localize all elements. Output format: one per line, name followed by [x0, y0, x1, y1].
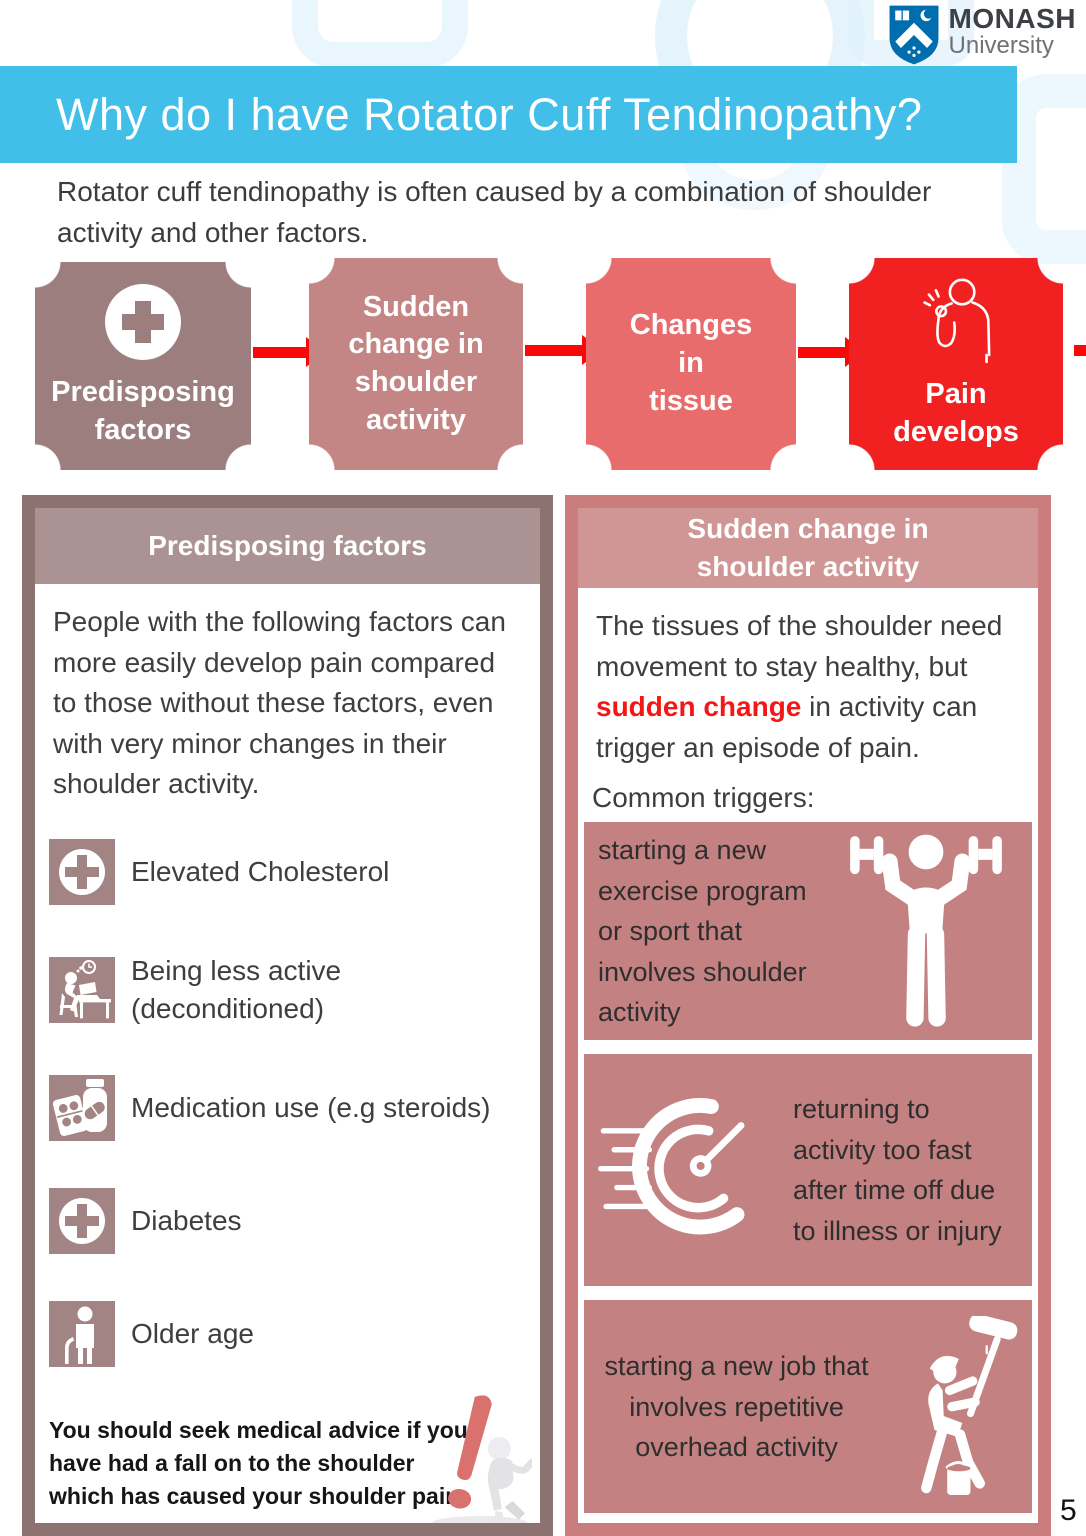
- warning-text: You should seek medical advice if you ha…: [49, 1416, 468, 1510]
- flow-arrow: [1074, 345, 1086, 356]
- common-triggers-label: Common triggers:: [592, 782, 815, 814]
- list-item-label: Being less active (deconditioned): [131, 954, 342, 1024]
- list-item-label: Medication use (e.g steroids): [131, 1091, 491, 1123]
- panel-paragraph: The tissues of the shoulder need movemen…: [596, 606, 1020, 768]
- sudden-change-panel: Sudden change in shoulder activity The t…: [565, 495, 1051, 1536]
- panel-header: Sudden change in shoulder activity: [578, 508, 1038, 588]
- medical-cross-icon: [49, 838, 115, 905]
- predisposing-factors-panel: Predisposing factors People with the fol…: [22, 495, 553, 1536]
- flow-step-changes-in-tissue: Changes in tissue: [586, 258, 796, 470]
- list-item: Older age: [49, 1300, 522, 1367]
- flow-arrow: [253, 337, 326, 367]
- flow-step-pain-develops: Pain develops: [849, 258, 1063, 470]
- page-title: Why do I have Rotator Cuff Tendinopathy?: [56, 88, 923, 140]
- exclamation-figure-icon: [431, 1394, 532, 1523]
- paragraph-text: The tissues of the shoulder need movemen…: [596, 610, 1003, 682]
- logo-text: MONASH University: [949, 4, 1076, 58]
- highlighted-text: sudden change: [596, 691, 802, 723]
- list-item-label: Diabetes: [131, 1204, 242, 1236]
- flow-arrow: [798, 337, 865, 367]
- sedentary-desk-icon: [49, 956, 115, 1023]
- predisposing-factors-panel-body: Predisposing factors People with the fol…: [35, 508, 540, 1523]
- flow-step-label: Changes in tissue: [629, 309, 753, 417]
- trigger-art: [896, 1314, 1024, 1507]
- trigger-box-exercise: starting a new exercise program or sport…: [584, 822, 1032, 1041]
- factor-list: Elevated Cholesterol: [49, 838, 522, 1367]
- flow-step-label: Sudden change in shoulder activity: [348, 290, 484, 436]
- speedometer-icon: [598, 1098, 745, 1235]
- flow-step-label: Pain develops: [893, 378, 1019, 448]
- paragraph-text: in activity can trigger an episode of pa…: [596, 691, 978, 763]
- trigger-text: starting a new exercise program or sport…: [598, 835, 807, 1028]
- list-item-label: Elevated Cholesterol: [131, 856, 390, 888]
- list-item: Being less active (deconditioned): [49, 952, 522, 1028]
- older-person-icon: [49, 1300, 115, 1367]
- shoulder-pain-icon: [923, 278, 991, 364]
- trigger-text: starting a new job that involves repetit…: [604, 1351, 869, 1463]
- flow-step-sudden-change: Sudden change in shoulder activity: [309, 258, 523, 470]
- trigger-art: [833, 833, 1018, 1029]
- sudden-change-panel-body: Sudden change in shoulder activity The t…: [578, 508, 1038, 1523]
- logo-sub: University: [948, 32, 1054, 59]
- panel-paragraph: People with the following factors can mo…: [53, 606, 506, 800]
- trigger-box-return-too-fast: returning to activity too fast after tim…: [584, 1054, 1032, 1287]
- title-banner: Why do I have Rotator Cuff Tendinopathy?: [0, 66, 1017, 163]
- medical-cross-icon: [105, 284, 181, 361]
- list-item-label: Older age: [131, 1317, 254, 1349]
- list-item: Elevated Cholesterol: [49, 838, 522, 905]
- list-item: Diabetes: [49, 1187, 522, 1254]
- list-item: Medication use (e.g steroids): [49, 1074, 522, 1141]
- page-number: 5: [1060, 1494, 1077, 1527]
- monash-logo: MONASH University: [887, 4, 1076, 66]
- panel-header: Predisposing factors: [35, 508, 540, 584]
- medical-cross-icon: [49, 1187, 115, 1254]
- medication-icon: [49, 1074, 115, 1141]
- trigger-text: returning to activity too fast after tim…: [793, 1094, 1002, 1246]
- warning-block: You should seek medical advice if you ha…: [49, 1394, 532, 1523]
- background-watermark: [292, 0, 468, 68]
- weightlifter-icon: [849, 834, 1002, 1028]
- logo-brand: MONASH: [948, 3, 1076, 34]
- monash-shield-icon: [889, 5, 939, 65]
- intro-paragraph: Rotator cuff tendinopathy is often cause…: [57, 176, 932, 248]
- flow-arrow: [525, 335, 602, 365]
- trigger-box-new-job: starting a new job that involves repetit…: [584, 1300, 1032, 1514]
- flow-step-label: Predisposing factors: [51, 376, 235, 446]
- painter-roller-icon: [921, 1314, 1018, 1496]
- flow-step-predisposing-factors: Predisposing factors: [35, 262, 251, 470]
- trigger-art: [598, 1086, 787, 1254]
